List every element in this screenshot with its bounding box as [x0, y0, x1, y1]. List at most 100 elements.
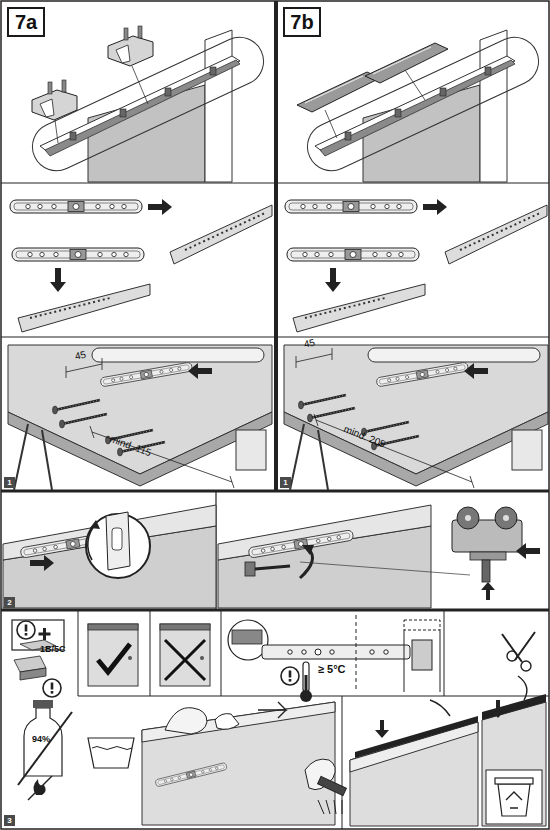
clip-fitting-part	[90, 520, 100, 529]
cleaning-steps-part	[318, 800, 342, 814]
fitting-positioning-part	[285, 200, 417, 213]
preparation-icons-part	[404, 630, 405, 692]
track-isometric-part	[132, 66, 148, 104]
track-isometric-part-part	[32, 80, 77, 120]
step-number: 1	[280, 477, 291, 488]
clip-fitting-part	[112, 528, 122, 550]
track-isometric-part	[297, 72, 380, 112]
preparation-icons-part	[288, 650, 292, 654]
cleaning-steps-part	[28, 776, 52, 800]
dimension-line	[314, 414, 318, 426]
fitting-positioning	[10, 199, 272, 332]
roller-carriage-mounting-part	[300, 562, 470, 575]
fitting-positioning-part-part	[12, 248, 144, 261]
preparation-icons-part	[430, 600, 545, 601]
roller-carriage-mounting-part	[302, 545, 314, 555]
note-label: ≥ 5°C	[318, 664, 346, 675]
preparation-icons-part	[17, 621, 35, 639]
preparation-icons-part-part	[160, 624, 210, 686]
preparation-icons-part	[330, 650, 334, 654]
cleaning-steps-part	[350, 722, 478, 772]
preparation-icons	[12, 600, 545, 692]
frame-lines-part	[78, 610, 79, 696]
roller-carriage-mounting-part	[503, 515, 509, 521]
screw-mounting-part	[8, 345, 272, 490]
dimension-line	[102, 358, 103, 370]
cleaning-steps-part	[215, 714, 239, 730]
fitting-positioning	[285, 199, 547, 332]
frame-lines-part	[1, 336, 549, 337]
step-number: 1	[4, 477, 15, 488]
clip-fitting-part-part	[3, 505, 216, 608]
cleaning-steps-part	[318, 776, 347, 795]
note-label: 94%	[32, 735, 50, 744]
step-number: 3	[4, 815, 15, 826]
dimension-line	[230, 476, 234, 488]
preparation-icons-part-part	[88, 624, 138, 686]
dimension-line	[90, 426, 94, 438]
screw-mounting-part	[284, 345, 548, 490]
roller-carriage-mounting	[218, 505, 540, 608]
cleaning-steps-part	[482, 694, 546, 720]
screw-mounting-part	[60, 414, 108, 428]
track-isometric-part	[300, 29, 547, 182]
cleaning-steps-part	[506, 792, 522, 808]
dimension-line	[92, 432, 232, 482]
frame-lines-part	[150, 610, 151, 696]
preparation-icons-part	[384, 650, 388, 654]
step-number: 2	[4, 597, 15, 608]
dimension-label: 45	[303, 338, 316, 350]
note-label: 1B/5C	[40, 645, 66, 654]
cleaning-steps-part	[482, 702, 546, 826]
dimension-label: 45	[74, 350, 87, 362]
cleaning-steps-part	[430, 700, 450, 716]
frame-lines-part	[444, 610, 445, 696]
node-text: 3	[7, 816, 11, 825]
track-isometric-part	[365, 43, 448, 83]
cleaning-steps-part	[521, 661, 531, 671]
cleaning-steps-part	[502, 632, 535, 662]
cleaning-steps-part	[142, 702, 335, 825]
preparation-icons-part	[404, 620, 440, 630]
cleaning-steps-part	[495, 778, 533, 784]
preparation-icons-part	[440, 630, 441, 692]
fitting-positioning-part-part	[10, 200, 142, 213]
preparation-icons-part	[98, 644, 130, 672]
track-isometric-part	[405, 70, 425, 100]
preparation-icons-part	[302, 650, 306, 654]
dimension-label: mind. 205	[342, 424, 386, 450]
cleaning-steps-part	[375, 720, 389, 738]
clip-fitting-part	[30, 555, 54, 571]
cleaning-steps-part	[88, 738, 134, 768]
preparation-icons-part	[232, 630, 262, 644]
panel-number: 7a	[7, 7, 45, 37]
fitting-positioning-part-part	[285, 200, 417, 213]
roller-carriage-mounting-part	[495, 507, 517, 529]
cleaning-steps-part-part	[281, 667, 299, 685]
screw-mounting-part	[299, 395, 347, 409]
cleaning-steps-part	[142, 702, 335, 742]
preparation-icons-part-part	[17, 621, 35, 639]
fitting-positioning-part	[287, 248, 419, 261]
frame-lines-part	[1, 490, 549, 493]
track-isometric	[297, 29, 546, 182]
roller-carriage-mounting-part	[470, 552, 506, 560]
screw-mounting-part-part	[299, 395, 347, 409]
roller-carriage-mounting-part	[457, 507, 479, 529]
track-isometric-part	[305, 76, 363, 103]
cleaning-steps-part	[20, 668, 46, 680]
screw-mounting	[284, 345, 548, 490]
cleaning-steps-part	[486, 770, 542, 824]
preparation-icons-part	[370, 650, 374, 654]
node-text: 1	[7, 478, 11, 487]
dimension-lines	[66, 348, 474, 488]
clip-fitting-part	[88, 524, 96, 560]
preparation-icons-part	[412, 640, 432, 670]
frame-lines-part	[274, 1, 278, 491]
node-text: 7a	[15, 11, 37, 34]
clip-fitting-part	[3, 505, 216, 608]
